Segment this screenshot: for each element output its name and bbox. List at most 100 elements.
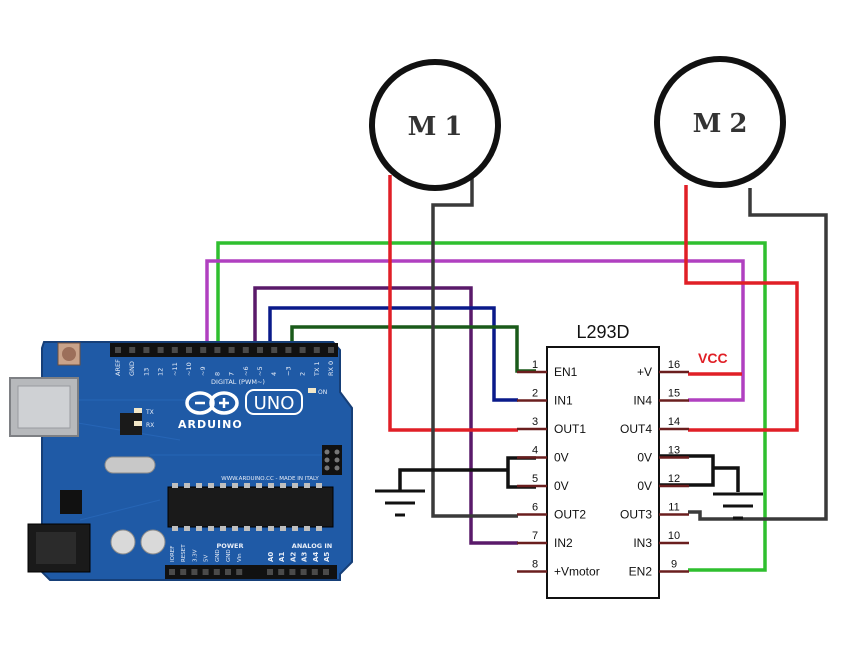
- digital-pin-label: ~9: [199, 366, 207, 376]
- crystal-oscillator: [104, 456, 156, 474]
- chip-left-pin-label: IN2: [554, 536, 573, 550]
- analog-header-pin[interactable]: [323, 569, 329, 575]
- digital-header-pin[interactable]: [271, 347, 278, 353]
- bottom-header-holes: [169, 569, 329, 575]
- usb-interface-chip: [120, 413, 142, 435]
- chip-left-pin-label: OUT2: [554, 508, 586, 522]
- wire-gnd-right-lead: [713, 466, 740, 492]
- wire-in1-navy: [268, 306, 518, 402]
- chip-right-pin-number: 11: [668, 502, 679, 514]
- digital-pin-label: 8: [213, 372, 221, 376]
- chip-right-pin-number: 14: [668, 416, 680, 428]
- chip-right-pin-label: 0V: [637, 479, 652, 493]
- digital-header-pin[interactable]: [228, 347, 235, 353]
- digital-header-pin[interactable]: [171, 347, 178, 353]
- chip-right-pin-number: 10: [668, 530, 680, 542]
- analog-header-pin[interactable]: [289, 569, 296, 575]
- chip-right-pin-label: OUT4: [620, 422, 652, 436]
- digital-header-pin[interactable]: [214, 347, 221, 353]
- chip-right-pin-number: 15: [668, 388, 680, 400]
- tx-led: [134, 408, 142, 413]
- power-header-pin[interactable]: [191, 569, 198, 575]
- digital-header-pin[interactable]: [299, 347, 306, 353]
- chip-left-pin-label: OUT1: [554, 422, 586, 436]
- analog-pin-label: A4: [312, 552, 320, 562]
- motor-m2: M2: [654, 56, 786, 188]
- digital-header-pin[interactable]: [328, 347, 334, 353]
- arduino-logo: [185, 391, 239, 415]
- chip-left-pin-label: 0V: [554, 479, 569, 493]
- digital-pin-label: AREF: [114, 359, 122, 376]
- digital-pin-label: ~3: [284, 366, 292, 376]
- digital-pin-label: 12: [157, 368, 165, 376]
- power-analog-header: [165, 565, 337, 579]
- analog-pin-label: A2: [289, 552, 297, 562]
- digital-pin-label: ~11: [171, 362, 179, 376]
- chip-right-pin-label: IN4: [633, 394, 652, 408]
- chip-right-pin-label: OUT3: [620, 508, 652, 522]
- analog-header-pin[interactable]: [267, 569, 273, 575]
- wire-en2-green: [216, 241, 767, 572]
- chip-left-pin-number: 5: [532, 473, 538, 485]
- power-header-pin[interactable]: [225, 569, 231, 575]
- digital-pin-label: ~10: [185, 362, 193, 376]
- digital-header-holes: [115, 347, 334, 353]
- digital-header: [110, 343, 338, 357]
- analog-header-pin[interactable]: [311, 569, 318, 575]
- digital-header-pin[interactable]: [115, 347, 121, 353]
- power-pin-label: Vin: [237, 553, 243, 562]
- power-header-pin[interactable]: [236, 569, 243, 575]
- digital-header-pin[interactable]: [242, 347, 249, 353]
- power-pin-label: GND: [226, 549, 232, 562]
- digital-header-pin[interactable]: [157, 347, 164, 353]
- digital-header-pin[interactable]: [186, 347, 192, 353]
- power-header-pin[interactable]: [213, 569, 220, 575]
- digital-header-pin[interactable]: [257, 347, 263, 353]
- chip-right-pin-label: +V: [637, 365, 652, 379]
- wire-gnd-left-lead: [398, 468, 508, 490]
- arduino-uno-board: ARDUINO UNO DIGITAL (PWM~) ON TX RX WWW.…: [9, 341, 353, 581]
- digital-header-pin[interactable]: [129, 347, 136, 353]
- chip-right-pin-number: 16: [668, 359, 680, 371]
- uno-badge: [245, 389, 303, 415]
- analog-pin-label: A5: [323, 552, 331, 562]
- rx-led: [134, 421, 142, 426]
- wire-m2-out3-gray: [688, 188, 828, 521]
- voltage-regulator: [60, 490, 82, 514]
- power-header-pin[interactable]: [202, 569, 209, 575]
- chip-left-pin-number: 6: [532, 502, 538, 514]
- chip-right-pin-label: 0V: [637, 451, 652, 465]
- capacitor-2: [140, 529, 166, 555]
- wire-in2-purple: [253, 286, 518, 545]
- arduino-wordmark: ARDUINO: [178, 418, 243, 431]
- digital-pin-label: ~5: [256, 366, 264, 376]
- power-header-pin[interactable]: [169, 569, 175, 575]
- chip-left-pin-number: 8: [532, 559, 538, 571]
- on-led-label: ON: [318, 389, 327, 396]
- analog-pin-label: A1: [278, 552, 286, 562]
- motor-m1-label: M1: [408, 112, 471, 142]
- chip-left-pin-number: 7: [532, 530, 538, 542]
- chip-left-pin-number: 2: [532, 388, 538, 400]
- digital-pin-label: RX 0: [327, 361, 335, 376]
- motor-m2-body: [654, 56, 786, 188]
- vcc-label: VCC: [698, 350, 728, 366]
- ground-symbol-right: [713, 492, 763, 520]
- atmega-microcontroller: [167, 486, 334, 528]
- digital-pwm-label: DIGITAL (PWM~): [211, 378, 265, 386]
- digital-header-pin[interactable]: [285, 347, 292, 353]
- power-pin-label: 5V: [204, 555, 210, 562]
- icsp-header: [322, 445, 342, 475]
- power-header-pin[interactable]: [180, 569, 187, 575]
- digital-header-pin[interactable]: [143, 347, 150, 353]
- analog-header-pin[interactable]: [300, 569, 307, 575]
- analog-header-pin[interactable]: [278, 569, 285, 575]
- motor-m2-label: M2: [693, 109, 756, 139]
- digital-header-pin[interactable]: [200, 347, 207, 353]
- capacitor-1: [110, 529, 136, 555]
- analog-in-label: ANALOG IN: [292, 542, 332, 550]
- chip-body: [546, 346, 660, 599]
- digital-header-pin[interactable]: [313, 347, 320, 353]
